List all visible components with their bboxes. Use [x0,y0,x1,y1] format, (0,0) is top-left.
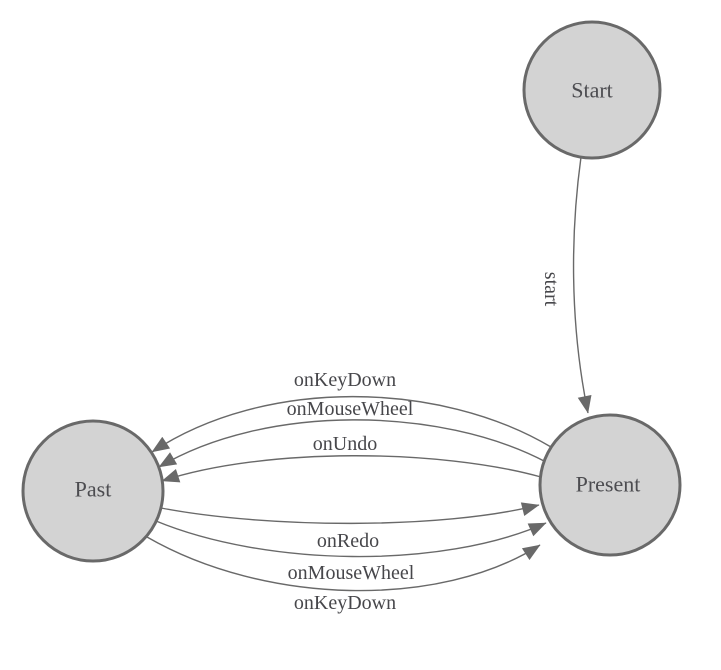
edge-label-onundo: onUndo [313,433,377,455]
edge-label-onkeydown-top: onKeyDown [294,369,396,391]
node-present[interactable]: Present [538,413,682,557]
edge-label-onkeydown-bottom: onKeyDown [294,592,396,614]
node-present-label: Present [576,472,641,497]
edge-label-onmousewheel-bottom: onMouseWheel [288,562,415,584]
node-present-circle[interactable] [538,413,682,557]
edge-label-start: start [540,272,562,307]
node-past-label: Past [75,477,112,502]
node-start-label: Start [571,78,613,103]
edge-present-to-past-keydown[interactable] [151,396,552,453]
edge-present-to-past-undo[interactable] [161,455,542,483]
node-start[interactable]: Start [522,20,662,160]
edge-past-to-present-redo[interactable] [160,502,540,525]
edge-label-onmousewheel-top: onMouseWheel [287,398,414,420]
edge-label-onredo: onRedo [317,530,379,552]
edge-present-to-past-mousewheel[interactable] [158,419,547,468]
edge-past-to-present-mousewheel[interactable] [155,520,547,558]
edge-start-to-present[interactable] [572,156,592,414]
node-start-circle[interactable] [522,20,662,160]
node-past[interactable]: Past [21,419,165,563]
node-past-circle[interactable] [21,419,165,563]
edge-past-to-present-keydown[interactable] [146,536,541,592]
